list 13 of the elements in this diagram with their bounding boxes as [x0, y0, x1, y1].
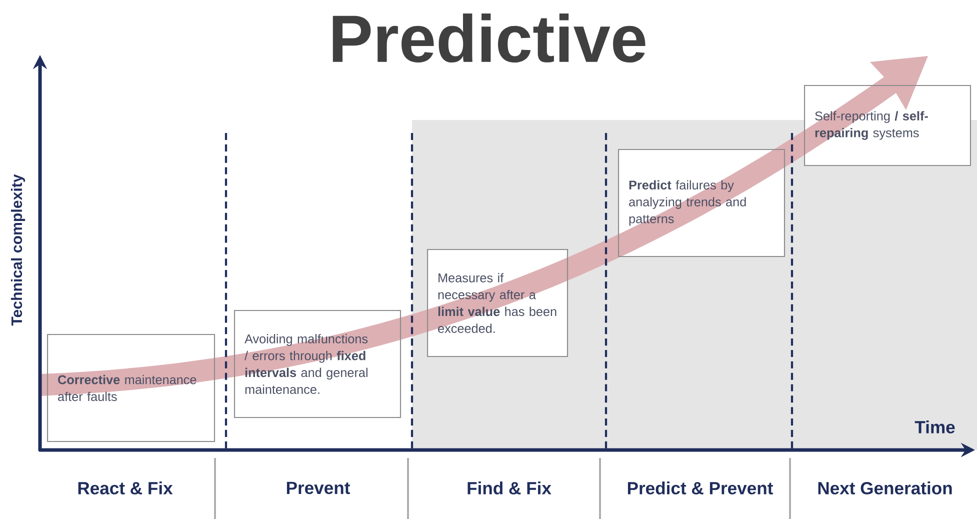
phase-label: Prevent	[286, 482, 350, 494]
axis-label: Time	[914, 420, 955, 434]
text-box: Corrective maintenance after faults	[47, 334, 216, 442]
phase-label: Find & Fix	[468, 482, 552, 494]
title: Predictive	[332, 13, 646, 63]
text-box: Predict failures by analyzing trends and patterns	[618, 149, 786, 258]
axis-label: Technical complexity	[10, 174, 26, 326]
phase-label: Predict & Prevent	[628, 482, 773, 494]
text-box: Measures if necessary after a limit value has been exceeded.	[427, 248, 568, 358]
phase-label: Next Generation	[818, 482, 952, 494]
text-box: Avoiding malfunctions / errors through fixed intervals and general maintenance.	[234, 310, 402, 418]
text-box: Self-reporting / self-repairing systems	[804, 84, 972, 166]
phase-label: React & Fix	[78, 482, 173, 494]
